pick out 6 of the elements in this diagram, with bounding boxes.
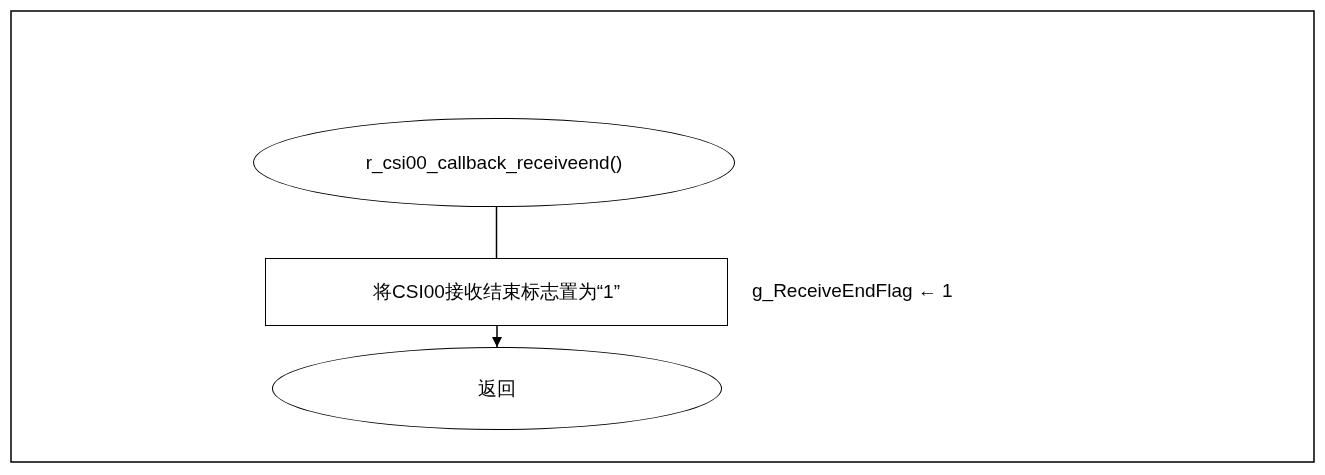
terminal-oval: 返回 [272, 347, 722, 430]
annotation-text: g_ReceiveEndFlag ← 1 [752, 280, 953, 302]
arrow [492, 325, 502, 348]
connector-line [495, 206, 498, 259]
process-box: 将CSI00接收结束标志置为“1” [265, 258, 728, 326]
terminal-oval: r_csi00_callback_receiveend() [253, 118, 735, 207]
